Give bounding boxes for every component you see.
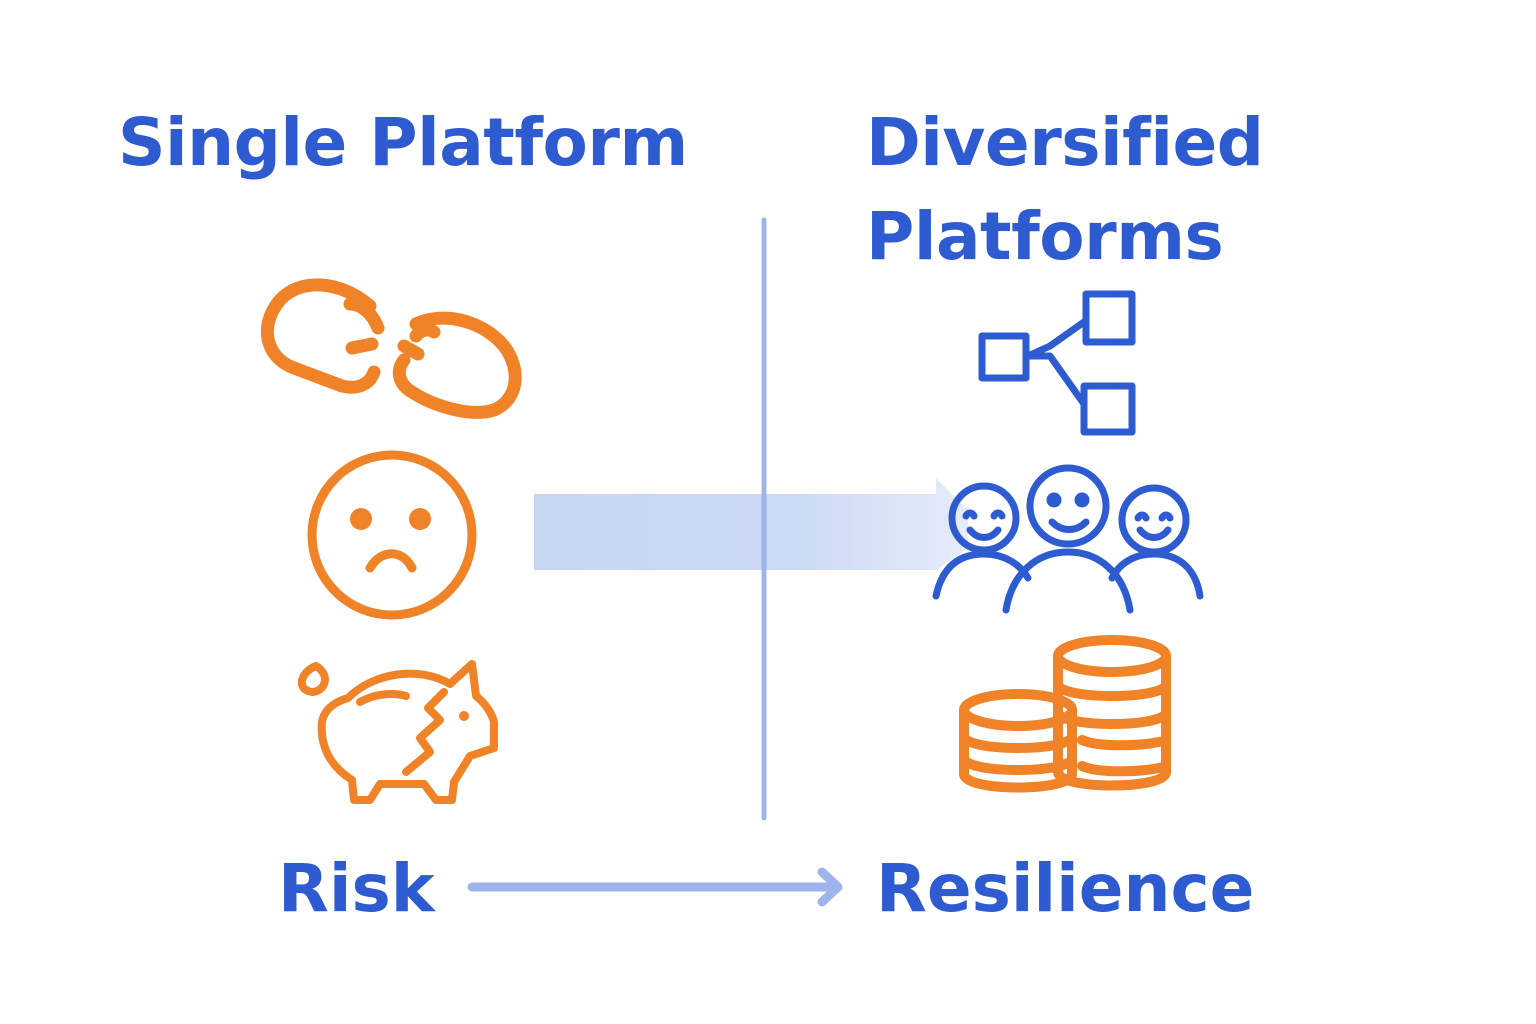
coin-stacks-icon — [959, 635, 1171, 793]
left-panel-title: Single Platform — [118, 104, 688, 181]
transition-band-arrow — [534, 478, 968, 570]
happy-people-icon — [932, 464, 1204, 614]
network-nodes-icon — [978, 290, 1136, 436]
broken-chain-icon — [260, 278, 522, 419]
broken-piggy-bank-icon — [298, 660, 498, 804]
resilience-label: Resilience — [876, 850, 1255, 927]
risk-label: Risk — [278, 850, 435, 927]
sad-face-icon — [307, 450, 477, 620]
right-panel-title: Diversified Platforms — [866, 104, 1264, 275]
risk-to-resilience-arrow — [467, 867, 843, 907]
